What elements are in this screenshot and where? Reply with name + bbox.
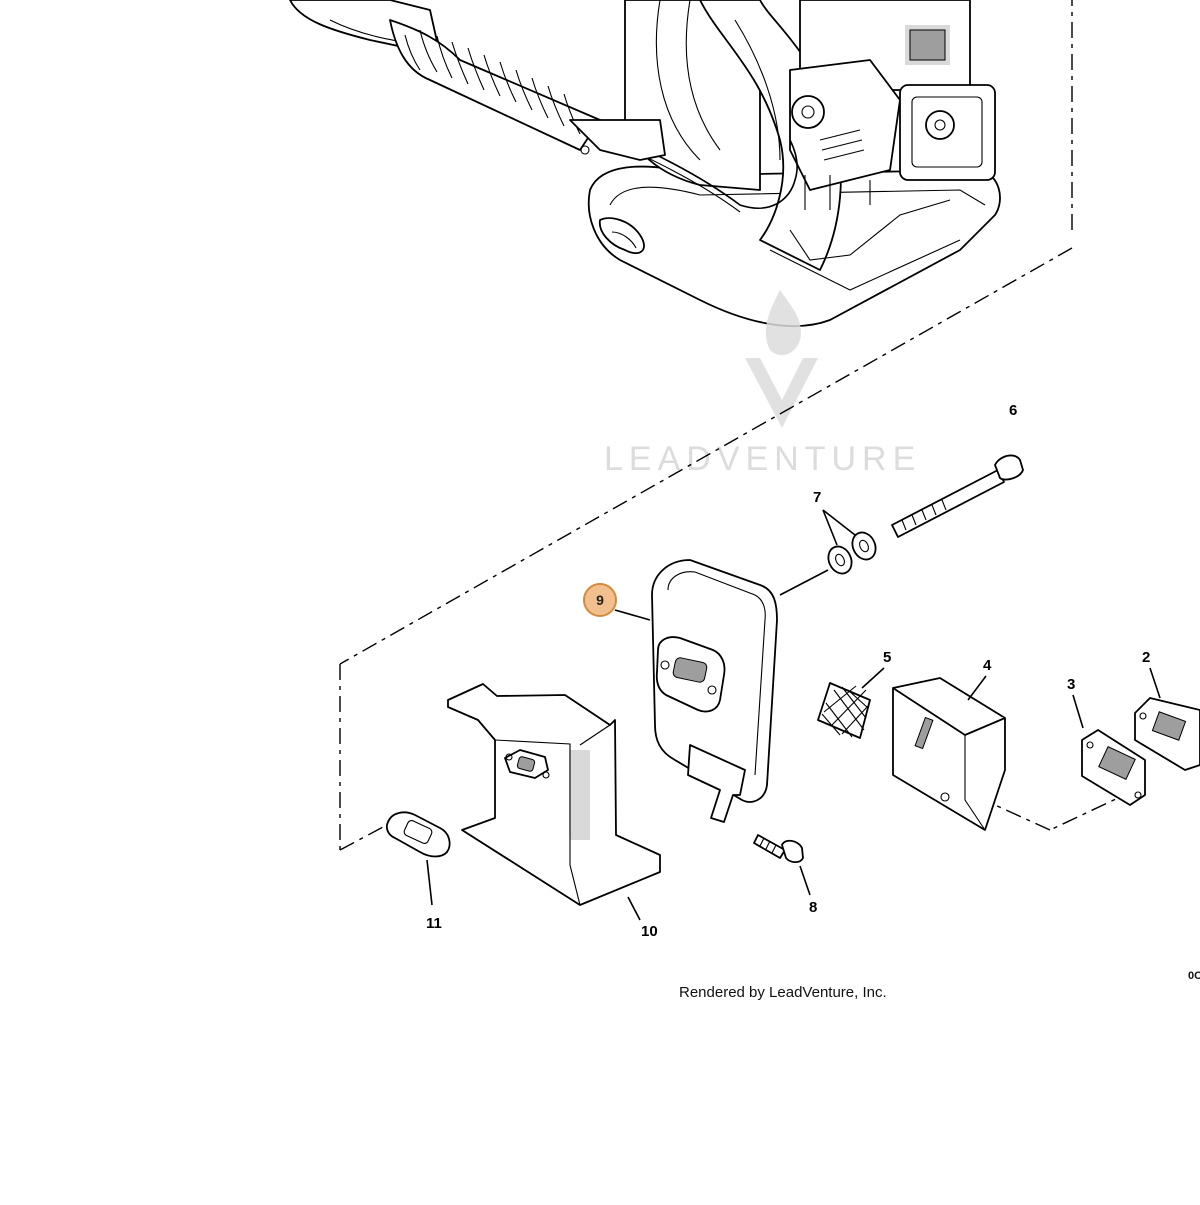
callout-5[interactable]: 5 xyxy=(883,649,891,666)
part-spark-screen[interactable] xyxy=(817,667,885,739)
part-exhaust-gasket[interactable] xyxy=(1072,694,1146,806)
edge-code: 0C xyxy=(1188,970,1200,982)
callout-4[interactable]: 4 xyxy=(983,657,992,674)
callout-9[interactable]: 9 xyxy=(596,592,604,608)
part-muffler-cover[interactable] xyxy=(892,675,1006,831)
part-exhaust-manifold[interactable] xyxy=(1134,667,1200,771)
callout-8[interactable]: 8 xyxy=(809,899,817,916)
render-credit: Rendered by LeadVenture, Inc. xyxy=(679,984,887,1001)
callout-2[interactable]: 2 xyxy=(1142,649,1150,666)
part-heat-shield[interactable] xyxy=(447,653,661,921)
part-muffler[interactable] xyxy=(614,559,778,823)
part-small-gasket[interactable] xyxy=(385,811,451,906)
callout-9-highlighted[interactable]: 9 xyxy=(583,583,617,617)
leadventure-watermark: LEADVENTURE xyxy=(604,290,921,478)
watermark-text: LEADVENTURE xyxy=(604,440,921,478)
part-bolt-long[interactable] xyxy=(891,454,1024,538)
part-washers[interactable] xyxy=(779,509,880,596)
callout-11[interactable]: 11 xyxy=(426,915,442,932)
hose-coil xyxy=(404,29,581,135)
callout-3[interactable]: 3 xyxy=(1067,676,1075,693)
callout-6[interactable]: 6 xyxy=(1009,402,1017,419)
callout-7[interactable]: 7 xyxy=(813,489,821,506)
callout-10[interactable]: 10 xyxy=(641,923,658,940)
callout-labels: 2 3 4 5 6 7 8 10 11 xyxy=(426,402,1150,940)
part-screw[interactable] xyxy=(753,834,811,896)
blower-unit-illustration xyxy=(289,0,1001,327)
callout-highlight-circle[interactable] xyxy=(583,583,617,617)
